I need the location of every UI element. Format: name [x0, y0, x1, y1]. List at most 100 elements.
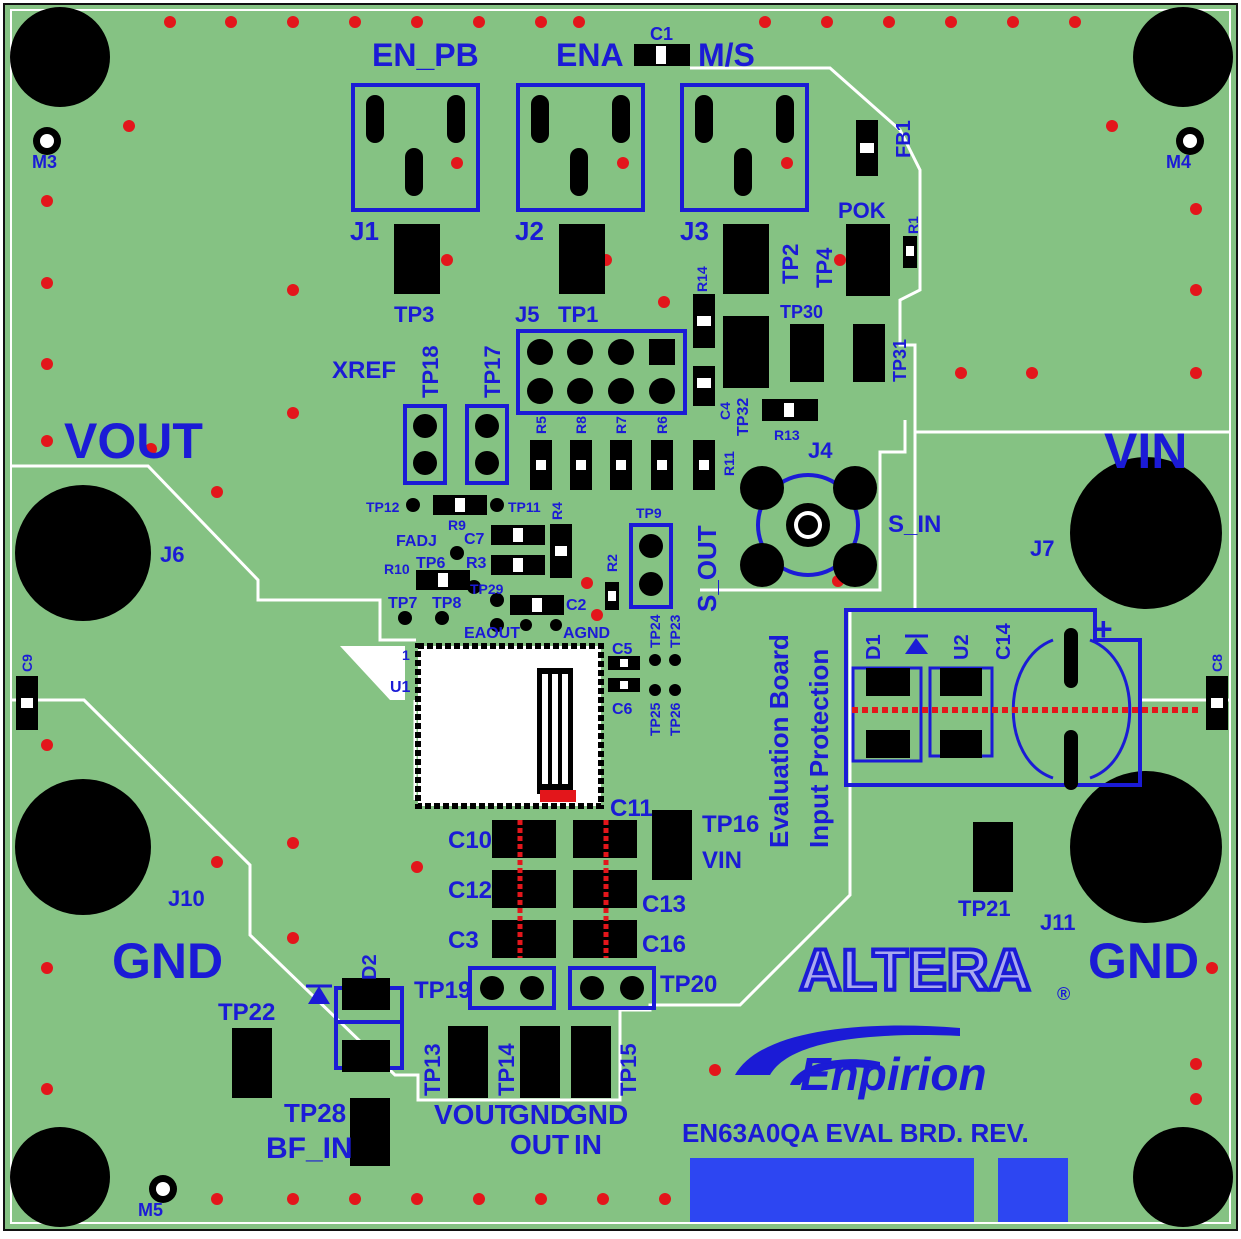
board-border: [10, 9, 1231, 1224]
label-u1: U1: [390, 679, 411, 696]
label-fadj: FADJ: [396, 533, 437, 550]
label-tp2: TP2: [778, 244, 803, 284]
label-tp18: TP18: [418, 345, 443, 398]
label-c1: C1: [650, 24, 673, 44]
label-tp25: TP25: [647, 702, 663, 736]
label-tp4: TP4: [812, 247, 837, 288]
c5-c6-marks: [620, 659, 628, 689]
resistor-marks: [536, 460, 709, 470]
label-r4: R4: [549, 502, 565, 520]
screw-holes: [33, 127, 1204, 1203]
label-s-out: S_OUT: [692, 525, 722, 612]
label-j1: J1: [350, 216, 379, 246]
label-gnd-in: GND: [566, 1099, 628, 1130]
label-tp23: TP23: [667, 614, 683, 648]
label-c11: C11: [610, 795, 653, 822]
test-points-tp19-tp20: [468, 966, 656, 1010]
input-protection-block: [844, 608, 1200, 790]
label-altera: ALTERA: [800, 938, 1031, 1003]
label-r10: R10: [384, 561, 410, 577]
label-d2: D2: [359, 954, 381, 980]
label-c14: C14: [993, 622, 1015, 660]
label-tp1: TP1: [558, 302, 598, 327]
label-d1: D1: [863, 634, 885, 660]
vias: [41, 16, 1218, 1205]
label-pok: POK: [838, 198, 886, 223]
label-r11: R11: [721, 451, 737, 476]
label-tp9: TP9: [636, 505, 662, 521]
label-r7: R7: [613, 416, 629, 434]
label-en-pb: EN_PB: [372, 37, 479, 73]
label-tp7: TP7: [388, 595, 417, 612]
large-terminals: [15, 457, 1222, 923]
u1-keepout: [340, 646, 405, 700]
label-tp8: TP8: [432, 595, 461, 612]
label-j11: J11: [1040, 910, 1076, 935]
label-fb1: FB1: [893, 120, 915, 158]
label-tp32: TP32: [735, 398, 752, 436]
label-tp31: TP31: [890, 339, 910, 382]
label-agnd: AGND: [563, 625, 610, 642]
label-tp28: TP28: [284, 1098, 346, 1128]
label-r2: R2: [604, 554, 620, 572]
label-tp11: TP11: [508, 499, 541, 515]
label-c4: C4: [717, 402, 733, 420]
label-vout: VOUT: [64, 413, 203, 469]
label-j7: J7: [1030, 536, 1054, 561]
label-c7: C7: [464, 531, 485, 548]
label-enpirion: Enpirion: [800, 1048, 987, 1100]
label-m5: M5: [138, 1200, 163, 1220]
label-r8: R8: [573, 416, 589, 434]
label-s-in: S_IN: [888, 511, 941, 538]
label-j6: J6: [160, 542, 184, 567]
title-blocks: [690, 1158, 1068, 1222]
label-pin1: 1: [402, 647, 410, 663]
label-tp13: TP13: [420, 1043, 445, 1096]
label-tp12: TP12: [366, 499, 400, 515]
label-tp21: TP21: [958, 896, 1011, 921]
label-eaout: EAOUT: [464, 625, 520, 642]
label-c9: C9: [19, 654, 35, 672]
label-m4: M4: [1166, 152, 1191, 172]
label-tp30: TP30: [780, 302, 823, 322]
label-m-s: M/S: [698, 37, 755, 73]
label-c12: C12: [448, 877, 492, 904]
label-vin: VIN: [1104, 423, 1187, 479]
label-input-protection: Input Protection: [804, 649, 834, 848]
label-vin-tp16: VIN: [702, 847, 742, 874]
label-gnd-left: GND: [112, 933, 223, 989]
label-c2: C2: [566, 597, 587, 614]
label-xref: XREF: [332, 357, 396, 384]
label-c8: C8: [1209, 654, 1225, 672]
label-j4: J4: [808, 438, 833, 463]
label-tp22: TP22: [218, 999, 275, 1026]
ic-u1: [415, 643, 604, 809]
label-c5: C5: [612, 641, 633, 658]
label-j5: J5: [515, 302, 539, 327]
header-j5: [516, 329, 687, 415]
label-tp24: TP24: [647, 614, 663, 648]
label-out: OUT: [510, 1129, 569, 1160]
label-j2: J2: [515, 216, 544, 246]
switch-j2: [516, 83, 645, 294]
label-tp17: TP17: [480, 345, 505, 398]
label-board-rev: EN63A0QA EVAL BRD. REV.: [682, 1118, 1029, 1148]
altera-logo: ALTERA ®: [798, 936, 1071, 1005]
copper-boundaries: [12, 66, 1230, 1102]
feedback-components: [398, 495, 619, 632]
label-r14: R14: [694, 266, 710, 292]
label-tp6: TP6: [416, 555, 445, 572]
label-tp19: TP19: [414, 977, 471, 1004]
label-r9: R9: [448, 517, 466, 533]
label-j10: J10: [168, 886, 205, 911]
label-tp20: TP20: [660, 971, 717, 998]
label-r13: R13: [774, 427, 800, 443]
label-ena: ENA: [556, 37, 624, 73]
label-r3: R3: [466, 555, 487, 572]
label-vout-bottom: VOUT: [434, 1099, 512, 1130]
label-registered: ®: [1057, 984, 1070, 1004]
label-c10: C10: [448, 827, 492, 854]
label-j3: J3: [680, 216, 709, 246]
